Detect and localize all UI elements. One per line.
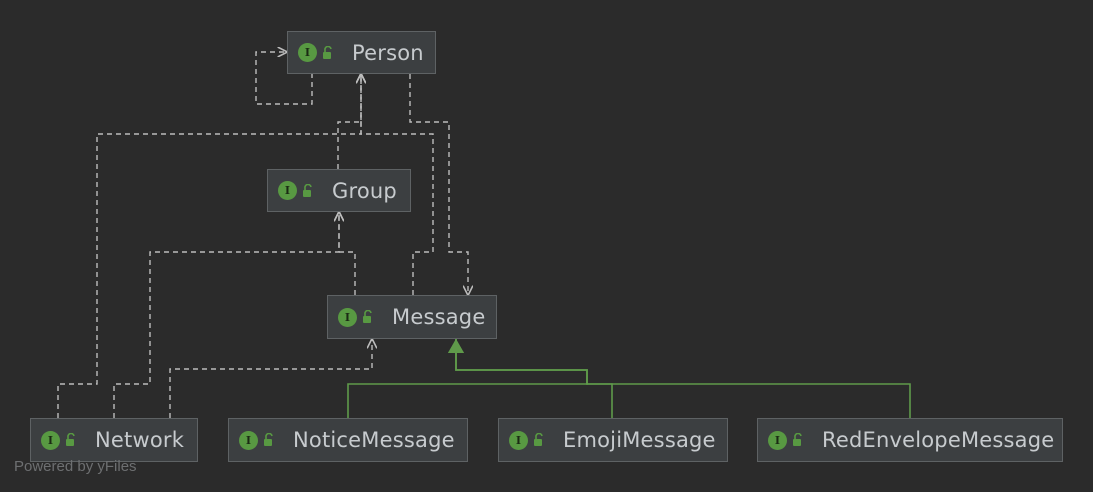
public-lock-icon xyxy=(303,183,312,197)
node-group[interactable]: I Group xyxy=(267,169,411,212)
public-lock-icon xyxy=(363,310,372,323)
node-red-envelope-message[interactable]: I RedEnvelopeMessage xyxy=(757,418,1063,462)
interface-icon: I xyxy=(278,181,297,200)
node-notice-message[interactable]: I NoticeMessage xyxy=(228,418,468,462)
edge-network-group xyxy=(113,212,339,418)
node-label: Message xyxy=(392,305,486,329)
interface-icon: I xyxy=(768,430,787,450)
node-label: EmojiMessage xyxy=(563,428,716,452)
node-emoji-message[interactable]: I EmojiMessage xyxy=(498,418,728,462)
public-lock-icon xyxy=(534,433,543,446)
node-message[interactable]: I Message xyxy=(327,295,497,339)
public-lock-icon xyxy=(264,433,273,446)
node-label: Group xyxy=(332,178,397,203)
interface-icon: I xyxy=(298,43,317,62)
edge-redenvelope-message xyxy=(448,339,911,418)
edge-network-person xyxy=(57,74,361,418)
interface-icon: I xyxy=(338,307,357,327)
edge-person-message xyxy=(409,74,468,295)
public-lock-icon xyxy=(793,433,802,446)
edge-message-group xyxy=(339,212,356,295)
node-label: NoticeMessage xyxy=(293,428,455,452)
interface-icon: I xyxy=(41,430,60,450)
node-label: Person xyxy=(352,40,424,65)
edge-notice-message xyxy=(347,339,588,418)
edge-emoji-message xyxy=(448,339,613,418)
interface-icon: I xyxy=(509,430,528,450)
edge-person-self xyxy=(255,52,313,105)
node-person[interactable]: I Person xyxy=(287,31,436,74)
node-network[interactable]: I Network xyxy=(30,418,198,462)
node-label: Network xyxy=(95,428,185,452)
edge-group-person xyxy=(337,74,361,169)
public-lock-icon xyxy=(66,433,75,446)
watermark: Powered by yFiles xyxy=(14,458,137,475)
node-label: RedEnvelopeMessage xyxy=(822,428,1055,452)
public-lock-icon xyxy=(323,45,332,59)
edge-network-message xyxy=(169,339,372,418)
interface-icon: I xyxy=(239,430,258,450)
